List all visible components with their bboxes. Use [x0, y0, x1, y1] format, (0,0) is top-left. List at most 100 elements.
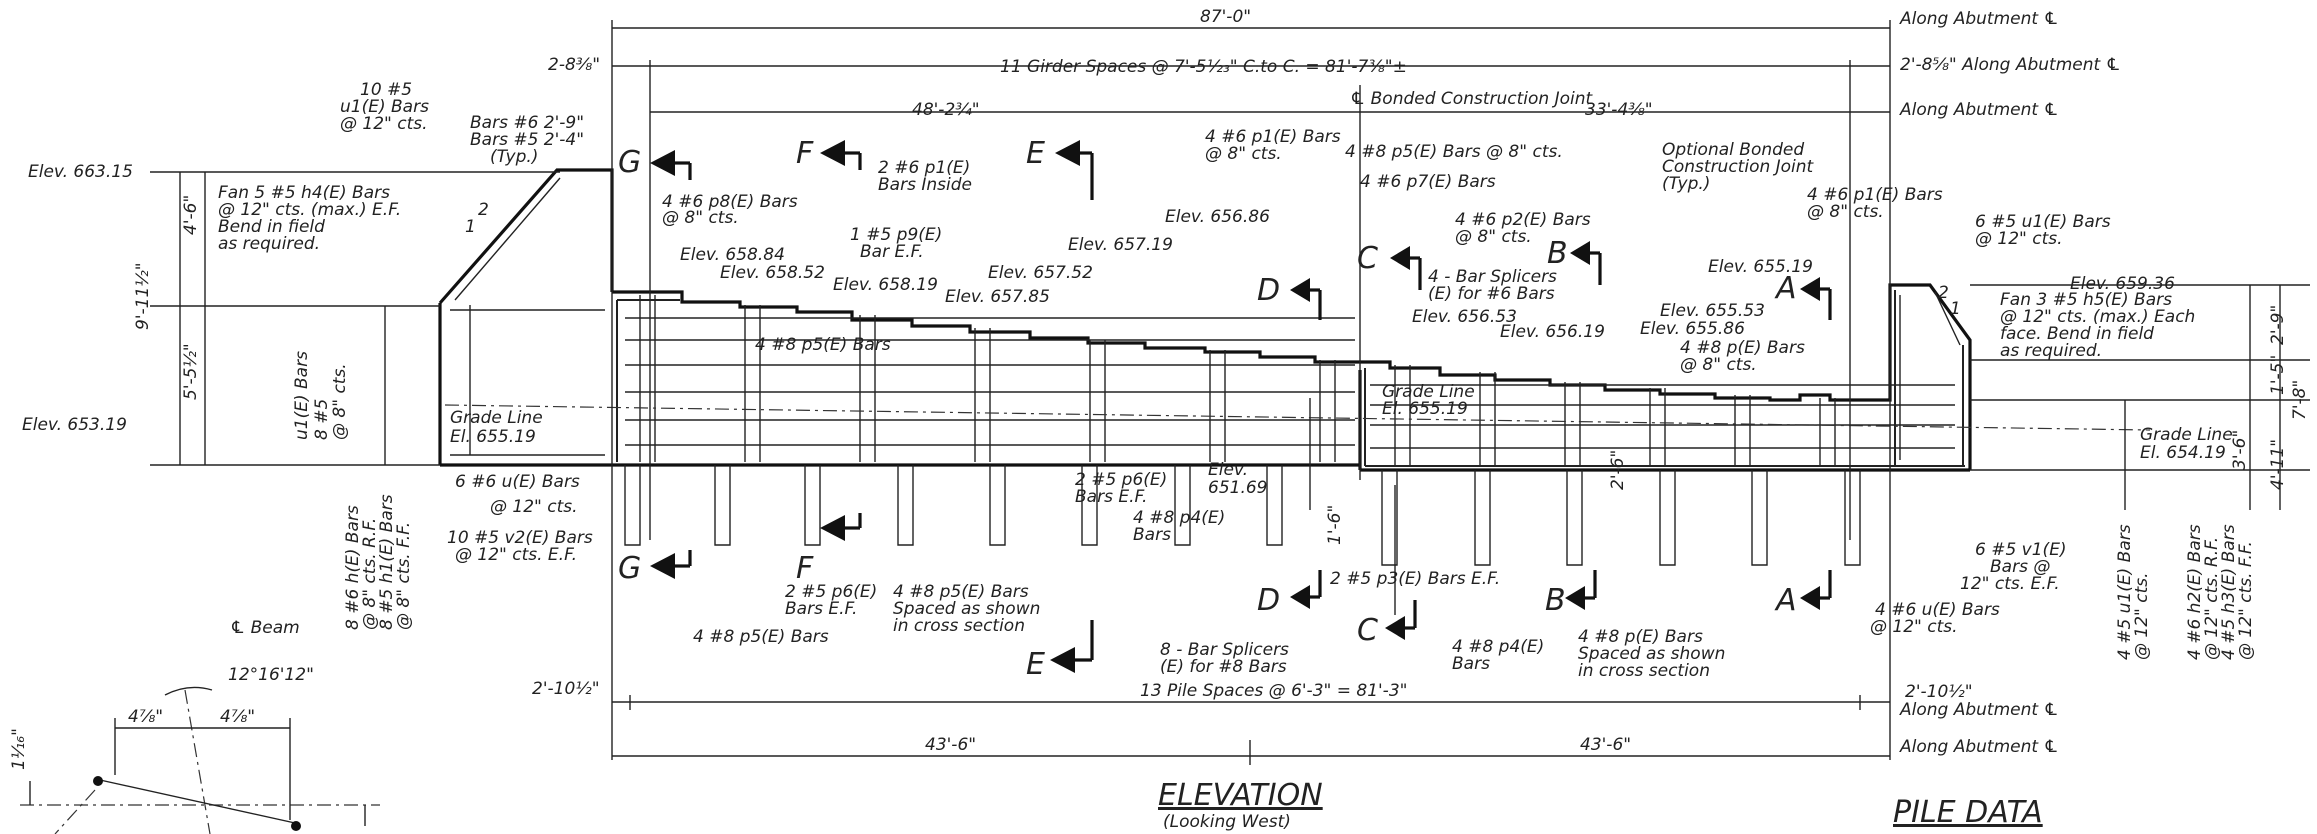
text-labels: 87'-0" 11 Girder Spaces @ 7'-5½₃" C.to C… — [9, 7, 2310, 832]
u1-label-1: 10 #5 — [360, 80, 412, 100]
bonded-joint-label: ℄ Bonded Construction Joint — [1350, 89, 1593, 109]
p6-label-1: 2 #5 p6(E) — [785, 582, 877, 602]
p6-label-2: Bars E.F. — [785, 599, 857, 619]
along-abutment-4: 2'-10½" — [1905, 682, 1973, 702]
p5-mid: 4 #8 p5(E) Bars — [755, 335, 891, 355]
detail-dim-3: 1¹⁄₁₆" — [9, 728, 29, 770]
dim-left-h1: 4'-6" — [181, 195, 201, 235]
slope-left-1: 1 — [465, 217, 476, 237]
opt-joint-2: Construction Joint — [1662, 157, 1815, 177]
dim-right-h1: 2'-9" — [2268, 305, 2288, 345]
elev-bottom-left: Elev. 653.19 — [22, 415, 127, 435]
dim-right-h4: 4'-11" — [2268, 439, 2288, 490]
grade-mid-1: Grade Line — [1382, 382, 1475, 402]
section-e-top: E — [1026, 136, 1045, 171]
dim-left-pile-offset: 2'-10½" — [532, 679, 600, 699]
grade-left-2: El. 655.19 — [450, 427, 536, 447]
elevation-title: ELEVATION — [1158, 778, 1323, 813]
elev-5: Elev. 657.85 — [945, 287, 1050, 307]
p1-right-1: 4 #6 p1(E) Bars — [1807, 185, 1943, 205]
p1-inside-1: 2 #6 p1(E) — [878, 158, 970, 178]
u6-label-1: 6 #6 u(E) Bars — [455, 472, 580, 492]
grade-mid-2: El. 655.19 — [1382, 399, 1468, 419]
dimension-lines — [150, 20, 2310, 765]
elevation-subtitle: (Looking West) — [1163, 812, 1291, 832]
section-a-bottom: A — [1774, 583, 1797, 618]
p4-label-1: 4 #8 p4(E) — [1133, 508, 1225, 528]
opt-joint-1: Optional Bonded — [1662, 140, 1804, 160]
p1-top-1: 4 #6 p1(E) Bars — [1205, 127, 1341, 147]
section-e-bottom: E — [1026, 647, 1045, 682]
p5-spaced-3: in cross section — [893, 616, 1025, 636]
dim-mid-v2: 2'-6" — [1608, 450, 1628, 490]
section-f-bottom: F — [796, 551, 814, 586]
section-markers — [650, 140, 1832, 673]
elev-8: Elev. 656.53 — [1412, 307, 1517, 327]
p1-right-2: @ 8" cts. — [1807, 202, 1884, 222]
fan-left-1: Fan 5 #5 h4(E) Bars — [218, 183, 390, 203]
section-b-top: B — [1547, 236, 1568, 271]
u6-label-2: @ 12" cts. — [490, 497, 578, 517]
p9-label-1: 1 #5 p9(E) — [850, 225, 942, 245]
dim-left-h2: 9'-11½" — [133, 262, 153, 330]
h1-label-2: @ 8" cts. R.F. — [360, 518, 380, 630]
h1-label-3: 8 #5 h1(E) Bars — [377, 494, 397, 630]
h2-label-1: 4 #6 h2(E) Bars — [2185, 524, 2205, 660]
elev-7: Elev. 656.86 — [1165, 207, 1270, 227]
pile-data-title: PILE DATA — [1893, 795, 2043, 830]
p7-label: 4 #6 p7(E) Bars — [1360, 172, 1496, 192]
p-spaced-2: Spaced as shown — [1578, 644, 1725, 664]
grade-right-2: El. 654.19 — [2140, 443, 2226, 463]
bars6-label-1: Bars #6 2'-9" — [470, 113, 584, 133]
h2-label-2: @ 12" cts. R.F. — [2202, 537, 2222, 660]
p4b-label-1: 4 #8 p4(E) — [1452, 637, 1544, 657]
fan-right-2: @ 12" cts. (max.) Each — [2000, 307, 2195, 327]
v1-label-3: 12" cts. E.F. — [1960, 574, 2060, 594]
elev-10: Elev. 655.86 — [1640, 319, 1745, 339]
bars6-label-3: (Typ.) — [490, 147, 538, 167]
piles — [624, 465, 1861, 566]
beam-label: ℄ Beam — [230, 618, 300, 638]
along-abutment-2: 2'-8⅝" Along Abutment ℄ — [1900, 55, 2121, 75]
along-abutment-1: Along Abutment ℄ — [1899, 9, 2059, 29]
fan-right-1: Fan 3 #5 h5(E) Bars — [2000, 290, 2172, 310]
grade-right-1: Grade Line — [2140, 425, 2233, 445]
fan-left-2: @ 12" cts. (max.) E.F. — [218, 200, 401, 220]
p8-label-1: 4 #6 p8(E) Bars — [662, 192, 798, 212]
abutment-outline — [438, 168, 1972, 472]
elev-14b: 651.69 — [1208, 478, 1267, 498]
p2-label-2: @ 8" cts. — [1455, 227, 1532, 247]
u-left-2: u1(E) Bars — [292, 351, 312, 440]
u1-right-1: 6 #5 u1(E) Bars — [1975, 212, 2111, 232]
along-abutment-6: Along Abutment ℄ — [1899, 737, 2059, 757]
dim-left-offset: 2-8⅜" — [548, 55, 600, 75]
fan-right-3: face. Bend in field — [2000, 324, 2154, 344]
elev-12: Elev. 655.19 — [1708, 257, 1813, 277]
u1-rv-2: @ 12" cts. — [2132, 572, 2152, 660]
detail-dim-1: 4⅞" — [128, 707, 163, 727]
dim-left-h3: 5'-5½" — [181, 343, 201, 400]
dim-half-left: 43'-6" — [925, 735, 976, 755]
splice-label-2: (E) for #6 Bars — [1428, 284, 1555, 304]
p1-top-2: @ 8" cts. — [1205, 144, 1282, 164]
dim-half-right: 43'-6" — [1580, 735, 1631, 755]
dim-right-h2: 1'-5" — [2268, 355, 2288, 395]
dim-pile-spaces: 13 Pile Spaces @ 6'-3" = 81'-3" — [1140, 681, 1407, 701]
section-a-top: A — [1774, 271, 1797, 306]
angle-label: 12°16'12" — [228, 665, 314, 685]
dim-right-segment: 33'-4⅜" — [1585, 100, 1653, 120]
opt-joint-3: (Typ.) — [1662, 174, 1710, 194]
h1-label-1: 8 #6 h(E) Bars — [343, 505, 363, 630]
v2-label-1: 10 #5 v2(E) Bars — [447, 528, 593, 548]
section-c-bottom: C — [1357, 613, 1378, 648]
dim-left-segment: 48'-2¾" — [912, 100, 980, 120]
p-right-2: @ 8" cts. — [1680, 355, 1757, 375]
h2-label-4: @ 12" cts. F.F. — [2236, 541, 2256, 660]
detail-dim-2: 4⅞" — [220, 707, 255, 727]
p5-spaced-2: Spaced as shown — [893, 599, 1040, 619]
h1-label-4: @ 8" cts. F.F. — [394, 522, 414, 630]
beam-detail — [20, 686, 380, 834]
fan-right-4: as required. — [2000, 341, 2102, 361]
elev-4: Elev. 657.52 — [988, 263, 1093, 283]
p4-label-2: Bars — [1133, 525, 1171, 545]
